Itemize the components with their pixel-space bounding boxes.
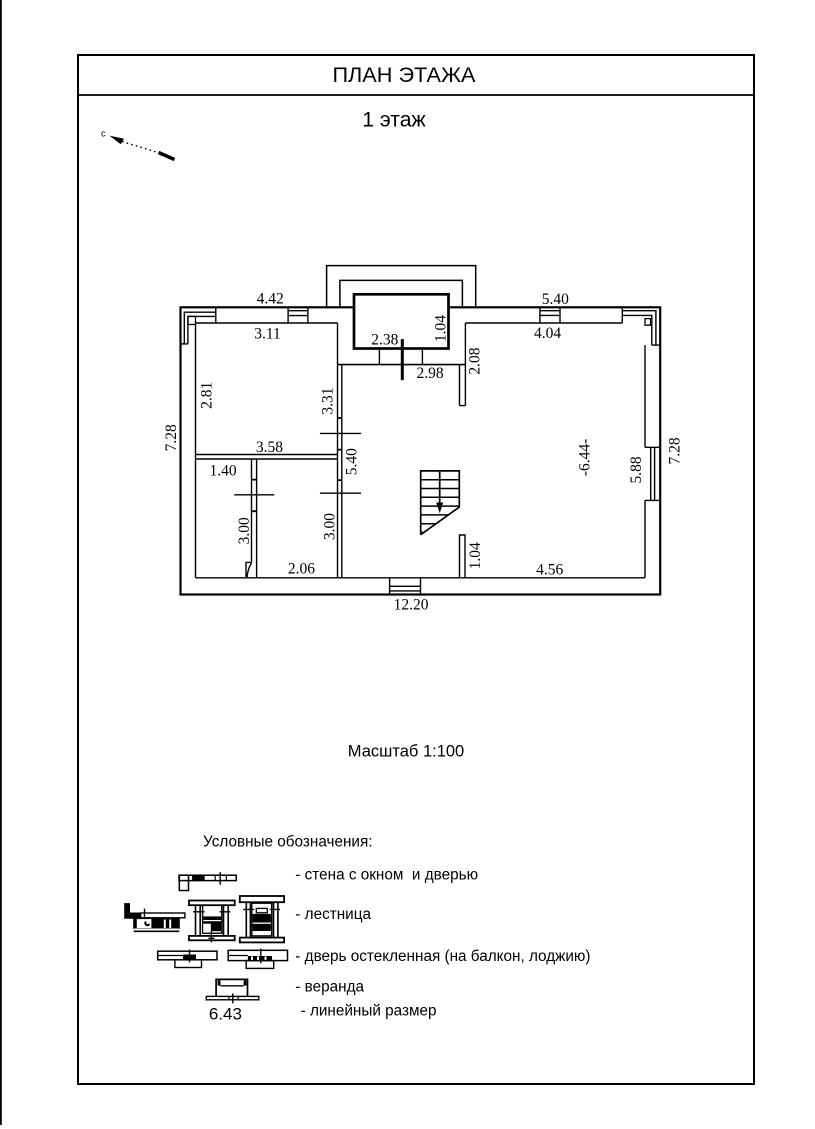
svg-text:- линейный размер: - линейный размер	[301, 1003, 437, 1020]
svg-text:1 этаж: 1 этаж	[362, 109, 426, 132]
svg-text:Масштаб 1:100: Масштаб 1:100	[348, 743, 464, 761]
svg-text:7.28: 7.28	[666, 437, 683, 464]
svg-text:3.11: 3.11	[254, 326, 281, 343]
svg-text:2.06: 2.06	[288, 561, 315, 578]
svg-text:- стена с окном и дверью: - стена с окном и дверью	[295, 867, 478, 884]
svg-text:- веранда: - веранда	[295, 979, 364, 996]
svg-text:Условные обозначения:: Условные обозначения:	[203, 834, 373, 851]
svg-text:ПЛАН ЭТАЖА: ПЛАН ЭТАЖА	[332, 62, 476, 87]
svg-text:6.43: 6.43	[209, 1005, 242, 1024]
svg-text:4.56: 4.56	[536, 562, 563, 579]
svg-text:12.20: 12.20	[394, 597, 429, 614]
svg-text:5.88: 5.88	[628, 456, 645, 483]
svg-text:-6.44-: -6.44-	[576, 439, 593, 476]
svg-text:5.40: 5.40	[344, 448, 361, 475]
svg-text:3.00: 3.00	[236, 517, 253, 544]
svg-text:2.38: 2.38	[371, 332, 398, 349]
svg-text:5.40: 5.40	[542, 291, 569, 308]
svg-text:7.28: 7.28	[163, 424, 180, 451]
svg-text:1.40: 1.40	[209, 463, 236, 480]
svg-text:- лестница: - лестница	[295, 906, 371, 923]
svg-text:4.04: 4.04	[534, 325, 561, 342]
svg-text:2.81: 2.81	[199, 382, 216, 409]
svg-text:2.98: 2.98	[416, 365, 443, 382]
svg-text:4.42: 4.42	[257, 291, 284, 308]
svg-text:3.31: 3.31	[320, 387, 337, 414]
svg-text:1.04: 1.04	[467, 542, 484, 569]
svg-text:с: с	[101, 129, 106, 139]
svg-text:1.04: 1.04	[432, 315, 449, 342]
svg-text:3.58: 3.58	[256, 439, 283, 456]
svg-text:- дверь остекленная (на балкон: - дверь остекленная (на балкон, лоджию)	[295, 948, 590, 965]
svg-text:2.08: 2.08	[466, 347, 483, 374]
svg-text:3.00: 3.00	[322, 513, 339, 540]
